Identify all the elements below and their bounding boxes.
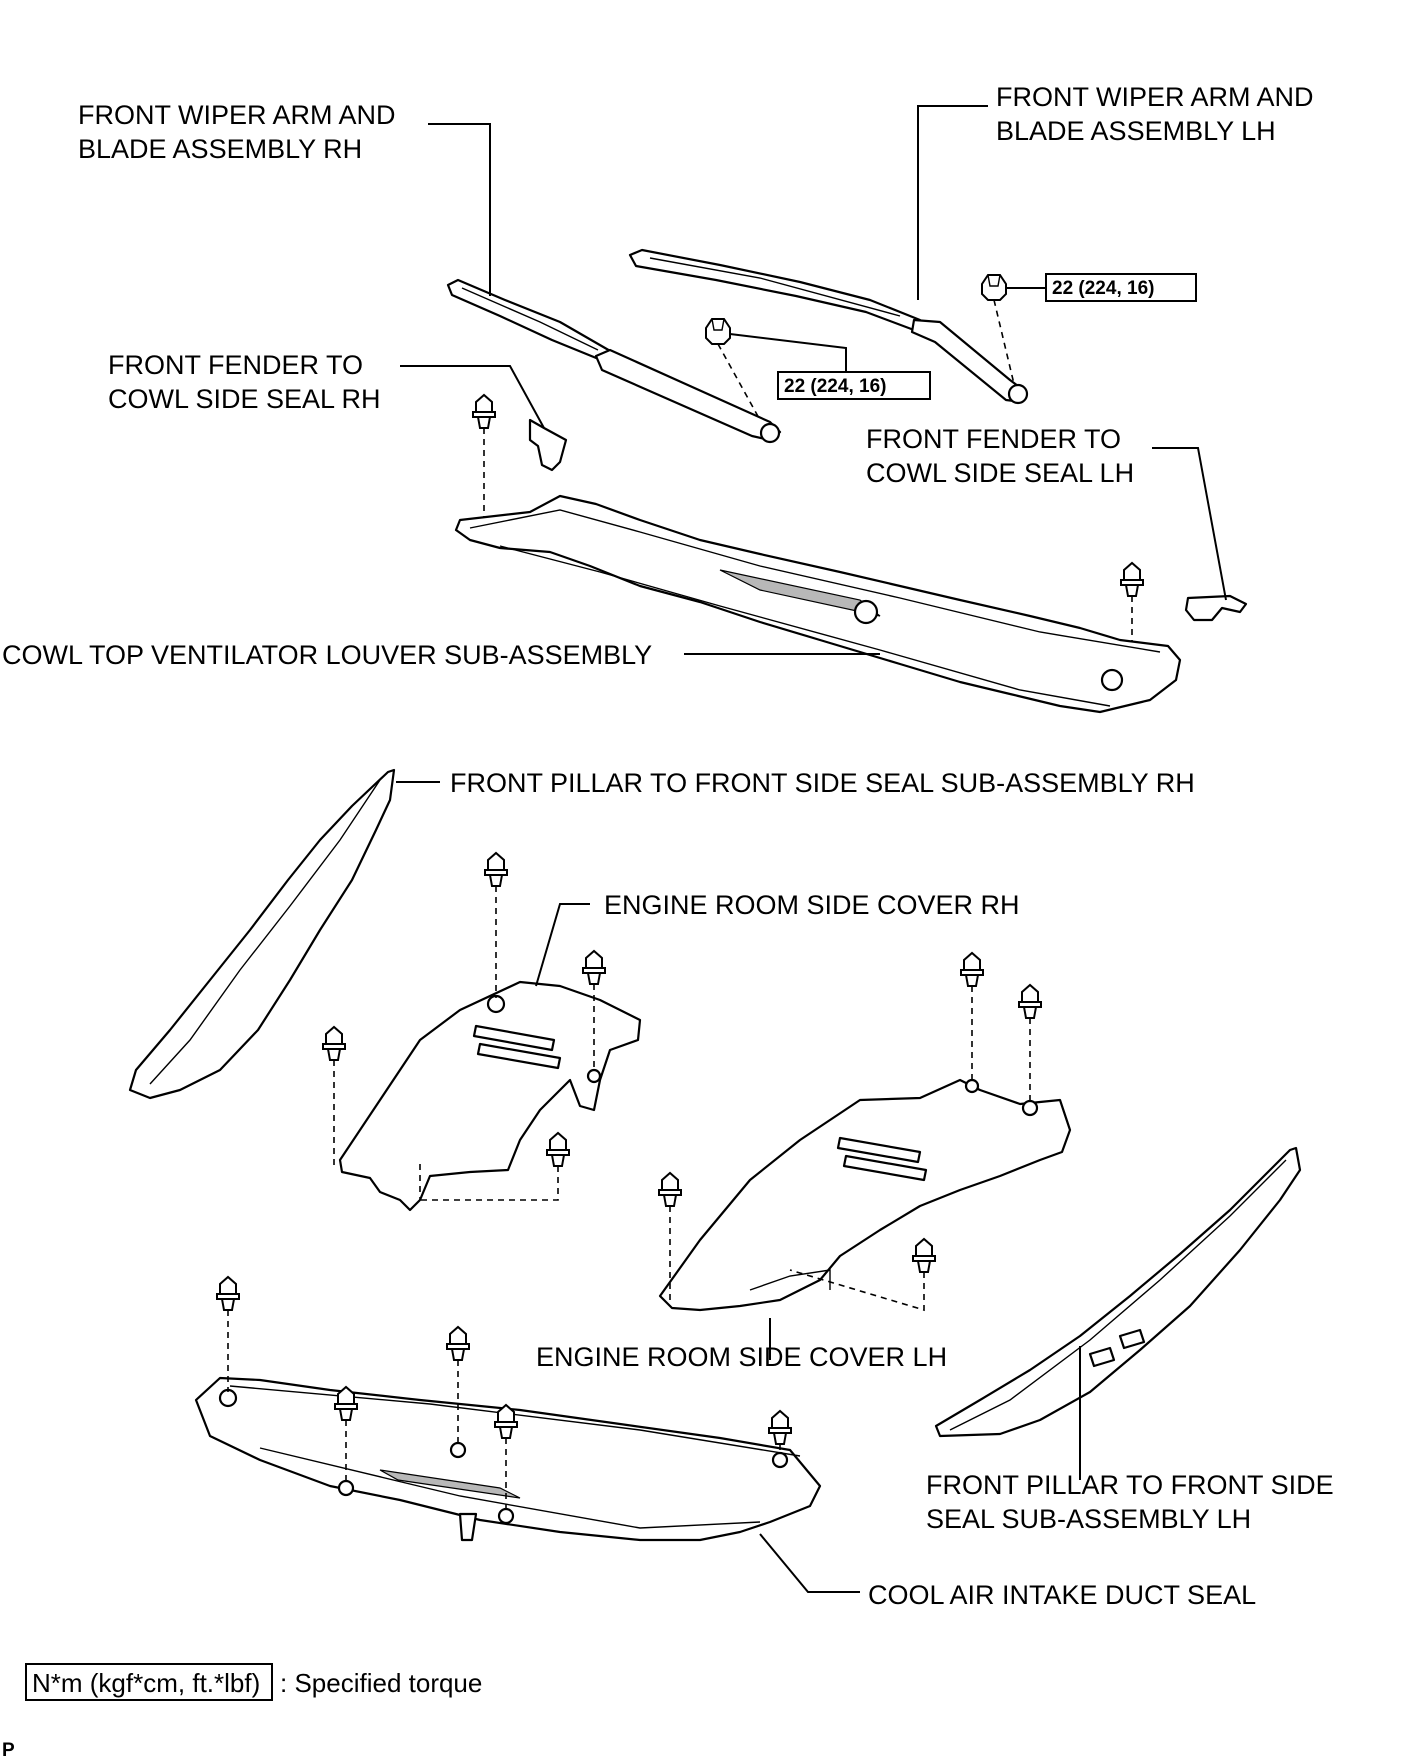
label-wiper-rh-1: FRONT WIPER ARM AND: [78, 100, 396, 130]
label-intake-duct-seal: COOL AIR INTAKE DUCT SEAL: [868, 1580, 1256, 1610]
legend-description: : Specified torque: [280, 1668, 482, 1698]
torque-nut-lh: [981, 273, 1197, 385]
label-engine-cover-rh: ENGINE ROOM SIDE COVER RH: [604, 890, 1020, 920]
fender-seal-rh: [472, 394, 568, 520]
label-engine-cover-lh: ENGINE ROOM SIDE COVER LH: [536, 1342, 947, 1372]
label-wiper-lh-2: BLADE ASSEMBLY LH: [996, 116, 1276, 146]
label-pillar-seal-lh-2: SEAL SUB-ASSEMBLY LH: [926, 1504, 1251, 1534]
label-pillar-seal-rh: FRONT PILLAR TO FRONT SIDE SEAL SUB-ASSE…: [450, 768, 1195, 798]
intake-duct-seal: [194, 1276, 822, 1542]
leader-lines: [396, 105, 1227, 1593]
pillar-seal-lh: [934, 1146, 1302, 1438]
label-fender-seal-lh-1: FRONT FENDER TO: [866, 424, 1121, 454]
engine-cover-rh: [322, 852, 642, 1212]
cowl-louver: [454, 494, 1182, 714]
label-fender-seal-rh-2: COWL SIDE SEAL RH: [108, 384, 381, 414]
engine-cover-lh: [658, 952, 1072, 1312]
label-cowl-louver: COWL TOP VENTILATOR LOUVER SUB-ASSEMBLY: [2, 640, 652, 670]
wiper-arm-lh: [628, 248, 1029, 405]
torque-value-rh: 22 (224, 16): [784, 376, 886, 397]
torque-legend: [25, 1663, 273, 1701]
legend-unit-box: N*m (kgf*cm, ft.*lbf): [32, 1668, 260, 1698]
torque-value-lh: 22 (224, 16): [1052, 278, 1154, 299]
pillar-seal-rh: [128, 768, 396, 1100]
label-pillar-seal-lh-1: FRONT PILLAR TO FRONT SIDE: [926, 1470, 1334, 1500]
label-wiper-rh-2: BLADE ASSEMBLY RH: [78, 134, 362, 164]
wiper-arm-rh: [446, 278, 782, 444]
torque-nut-rh: [705, 318, 931, 421]
label-wiper-lh-1: FRONT WIPER ARM AND: [996, 82, 1314, 112]
label-fender-seal-lh-2: COWL SIDE SEAL LH: [866, 458, 1134, 488]
corner-mark: P: [2, 1740, 15, 1760]
label-fender-seal-rh-1: FRONT FENDER TO: [108, 350, 363, 380]
